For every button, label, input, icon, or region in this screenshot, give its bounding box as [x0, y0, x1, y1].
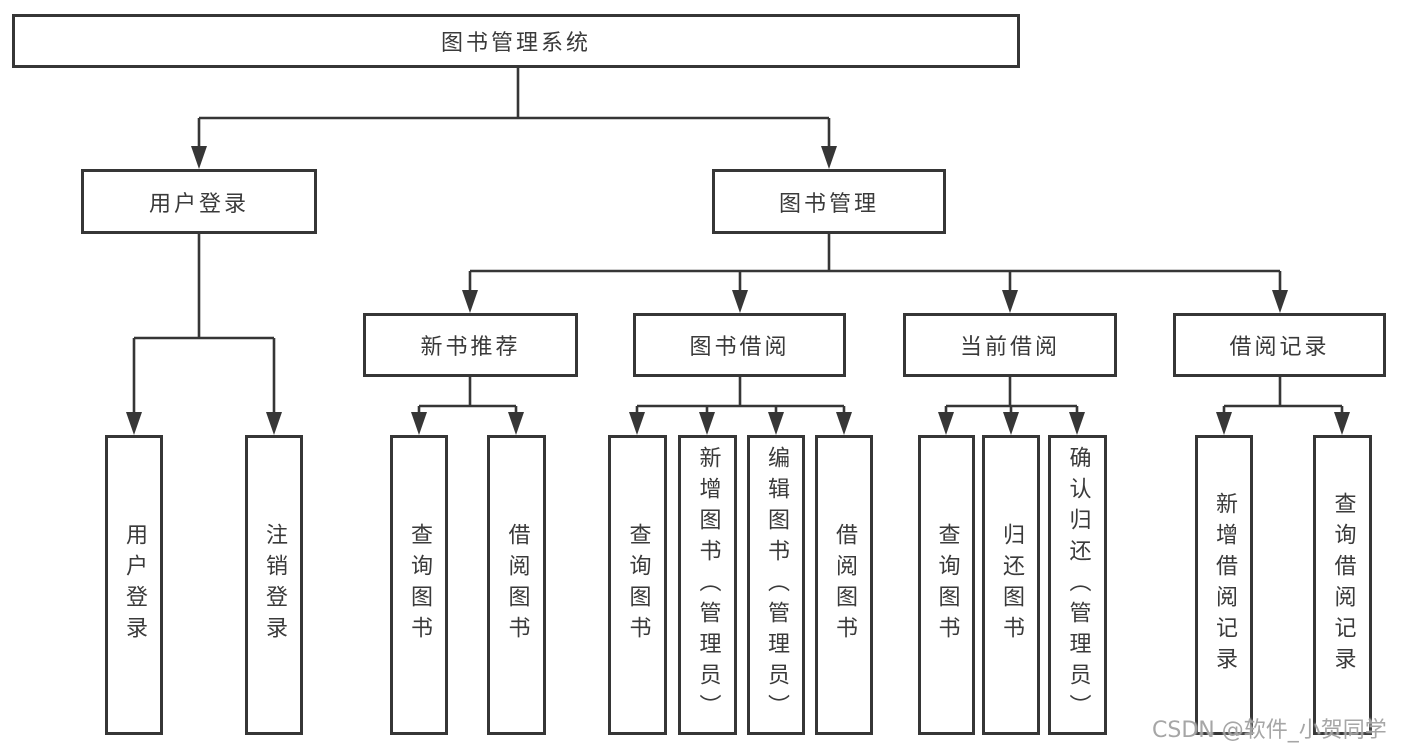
csdn-watermark: CSDN @软件_小贺同学: [1152, 718, 1387, 743]
leaf-edit-books-admin: 编辑图书（管理员）: [747, 435, 805, 735]
leaf-add-books-admin-label: 新增图书（管理员）: [695, 445, 721, 725]
leaf-query-books-1: 查询图书: [390, 435, 448, 735]
leaf-logout: 注销登录: [245, 435, 303, 735]
leaf-confirm-return-admin: 确认归还（管理员）: [1048, 435, 1107, 735]
leaf-return-books-label: 归还图书: [999, 523, 1024, 647]
leaf-logout-label: 注销登录: [262, 523, 287, 647]
leaf-add-borrow-record-label: 新增借阅记录: [1212, 492, 1237, 678]
node-root-label: 图书管理系统: [440, 31, 591, 56]
node-book-management-label: 图书管理: [778, 191, 879, 217]
leaf-query-borrow-record-label: 查询借阅记录: [1330, 492, 1356, 678]
leaf-confirm-return-admin-label: 确认归还（管理员）: [1065, 445, 1091, 725]
leaf-query-books-1-label: 查询图书: [407, 523, 432, 647]
node-borrow-record: 借阅记录: [1173, 313, 1386, 377]
node-book-management: 图书管理: [712, 169, 946, 234]
leaf-user-login: 用户登录: [105, 435, 163, 735]
node-book-borrow-label: 图书借阅: [689, 335, 790, 360]
arrowhead-icons: [126, 146, 1350, 435]
node-user-login: 用户登录: [81, 169, 317, 234]
leaf-edit-books-admin-label: 编辑图书（管理员）: [764, 445, 789, 725]
node-new-book-recommend-label: 新书推荐: [420, 335, 521, 360]
leaf-user-login-label: 用户登录: [122, 523, 147, 647]
leaf-borrow-books-2-label: 借阅图书: [832, 523, 857, 647]
leaf-add-books-admin: 新增图书（管理员）: [678, 435, 737, 735]
leaf-query-books-2-label: 查询图书: [625, 523, 651, 647]
node-current-borrow: 当前借阅: [903, 313, 1117, 377]
leaf-query-borrow-record: 查询借阅记录: [1313, 435, 1372, 735]
leaf-query-books-2: 查询图书: [608, 435, 667, 735]
leaf-add-borrow-record: 新增借阅记录: [1195, 435, 1253, 735]
node-root: 图书管理系统: [12, 14, 1020, 68]
leaf-query-books-3-label: 查询图书: [934, 523, 960, 647]
leaf-borrow-books-1: 借阅图书: [487, 435, 546, 735]
node-book-borrow: 图书借阅: [633, 313, 846, 377]
node-new-book-recommend: 新书推荐: [363, 313, 578, 377]
leaf-return-books: 归还图书: [982, 435, 1040, 735]
leaf-borrow-books-2: 借阅图书: [815, 435, 873, 735]
node-user-login-label: 用户登录: [148, 191, 249, 217]
node-borrow-record-label: 借阅记录: [1229, 335, 1330, 360]
leaf-query-books-3: 查询图书: [918, 435, 975, 735]
leaf-borrow-books-1-label: 借阅图书: [504, 523, 530, 647]
node-current-borrow-label: 当前借阅: [959, 335, 1060, 360]
